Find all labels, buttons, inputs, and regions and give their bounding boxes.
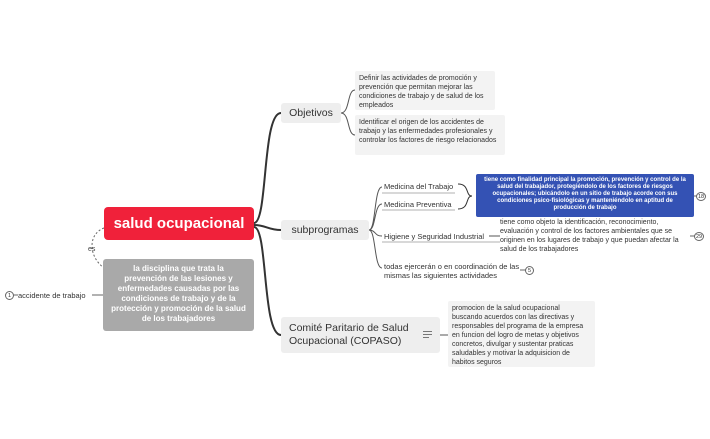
root-topic[interactable]: salud ocupacional <box>104 207 254 240</box>
summary-brace <box>457 183 473 210</box>
higiene-detail-topic[interactable]: tiene como objeto la identificación, rec… <box>500 219 679 253</box>
branch-subprogramas[interactable]: subprogramas <box>281 220 369 240</box>
connector-root-objetivos <box>253 112 282 224</box>
branch-subprogramas-label: subprogramas <box>291 224 359 236</box>
connector-objetivos-leaves <box>340 89 356 136</box>
comite-detail-topic[interactable]: promocion de la salud ocupacional buscan… <box>448 301 595 367</box>
definition-text: la disciplina que trata la prevención de… <box>111 264 246 323</box>
root-topic-label: salud ocupacional <box>113 215 245 232</box>
connector-root-subprogramas <box>253 224 282 231</box>
subprograma-higiene-seguridad[interactable]: Higiene y Seguridad Industrial <box>384 232 485 241</box>
branch-comite-paritario[interactable]: Comité Paritario de Salud Ocupacional (C… <box>281 317 440 353</box>
connector-subprogramas-children <box>368 186 383 269</box>
subprograma-todas-actividades[interactable]: todas ejercerán o en coordinación de las… <box>384 262 520 280</box>
connector-root-definition <box>91 227 105 269</box>
notes-icon[interactable] <box>423 330 432 339</box>
subprograma-medicina-preventiva[interactable]: Medicina Preventiva <box>384 200 452 209</box>
collapsed-count-badge-accidente[interactable]: 1 <box>5 291 14 300</box>
subprograma-medicina-trabajo[interactable]: Medicina del Trabajo <box>384 182 454 191</box>
medicina-summary-topic[interactable]: tiene como finalidad principal la promoc… <box>476 174 694 217</box>
collapsed-count-badge-todas[interactable]: 5 <box>525 266 534 275</box>
branch-comite-label: Comité Paritario de Salud Ocupacional (C… <box>289 322 409 347</box>
relation-label-es: es <box>88 246 96 253</box>
branch-objetivos[interactable]: Objetivos <box>281 103 341 123</box>
objetivo-item-2[interactable]: Identificar el origen de los accidentes … <box>355 115 505 155</box>
definition-topic[interactable]: la disciplina que trata la prevención de… <box>103 259 254 331</box>
collapsed-count-badge-medicina[interactable]: 18 <box>696 192 706 201</box>
underline-sub-items <box>382 192 500 243</box>
objetivo-item-1[interactable]: Definir las actividades de promoción y p… <box>355 71 495 110</box>
collapsed-count-badge-higiene[interactable]: 29 <box>694 232 704 241</box>
branch-objetivos-label: Objetivos <box>289 107 333 119</box>
accidente-de-trabajo-topic[interactable]: accidente de trabajo <box>18 291 86 300</box>
connector-root-comite <box>253 226 282 336</box>
